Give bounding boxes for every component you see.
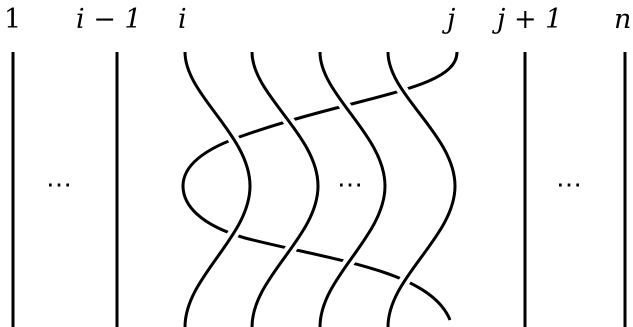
wavy-strands — [179, 51, 461, 327]
label-j: j — [442, 4, 455, 35]
strand-i-plus-1 — [250, 51, 320, 327]
ellipsis-left: ⋯ — [46, 170, 72, 200]
strand-mid — [318, 51, 387, 327]
strand-j-lower-arc — [181, 185, 452, 321]
label-i-minus-1: i − 1 — [76, 4, 142, 35]
strand-j-minus-1 — [382, 51, 461, 327]
strand-i — [183, 51, 252, 327]
ellipsis-middle: ⋯ — [337, 170, 363, 200]
label-j-plus-1: j + 1 — [492, 4, 562, 35]
label-1: 1 — [4, 4, 21, 35]
strand-i-plus-1 — [246, 51, 324, 327]
strand-j-minus-1 — [386, 51, 457, 327]
ellipsis-right: ⋯ — [556, 170, 582, 200]
label-i: i — [178, 4, 187, 35]
label-n: n — [614, 4, 631, 35]
strand-i — [179, 51, 256, 327]
